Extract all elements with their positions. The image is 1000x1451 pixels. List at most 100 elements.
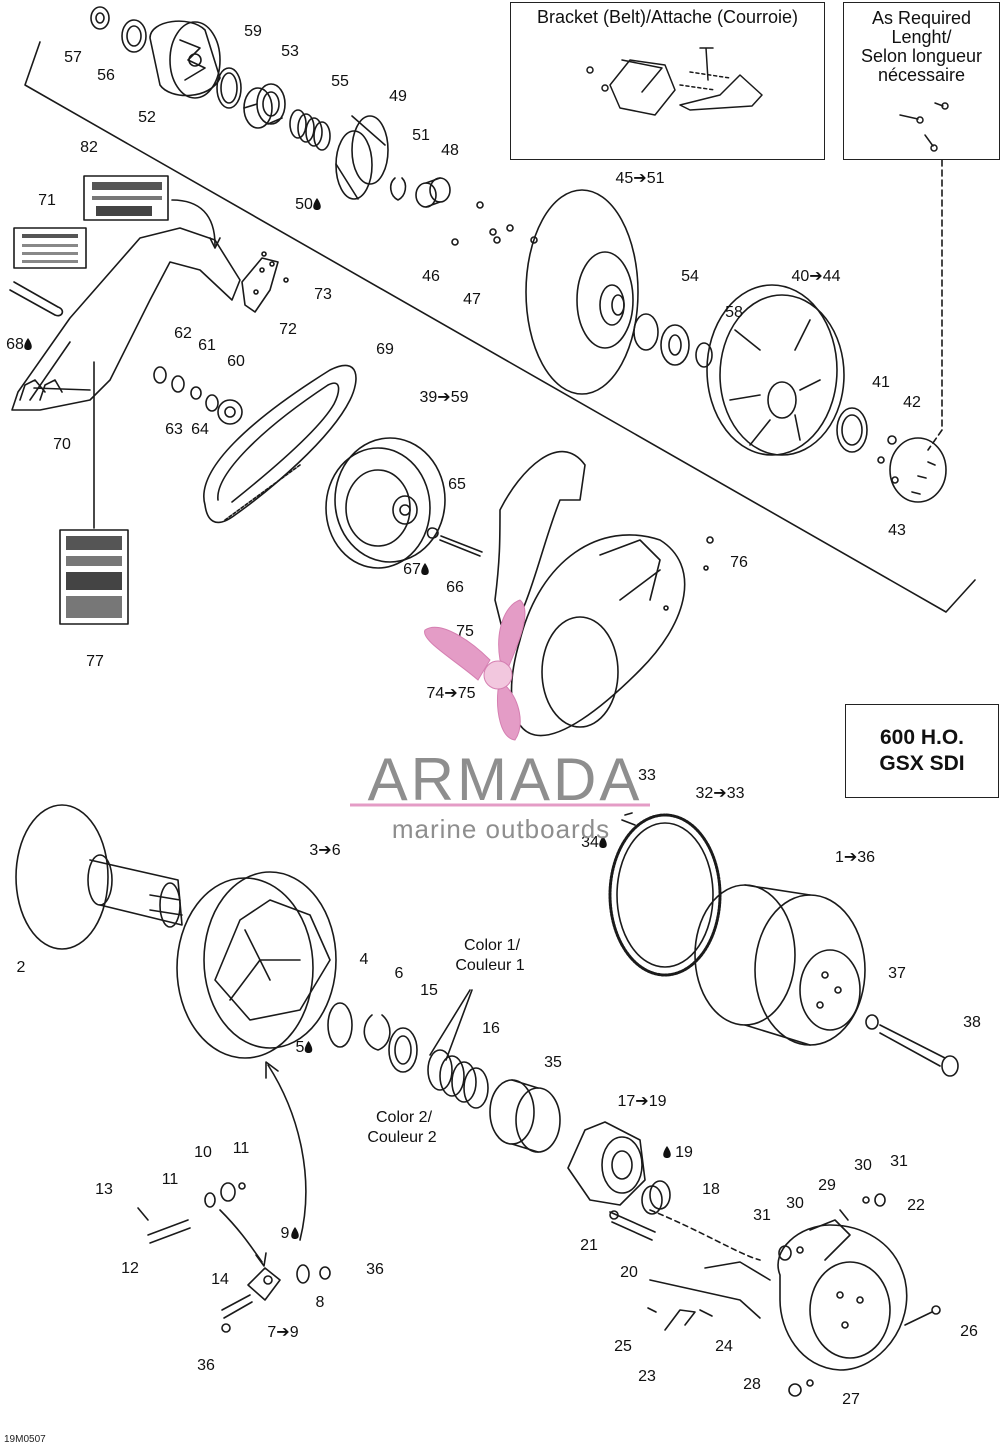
part-70-belt-guard	[11, 227, 241, 411]
drawing-reference: 19M0507	[4, 1434, 46, 1445]
callout-label: 55	[331, 73, 349, 90]
callout-label: 13	[95, 1181, 113, 1198]
part-54-58-washers	[633, 313, 713, 368]
callout-label: 54	[681, 268, 699, 285]
callout-label: 30	[854, 1157, 872, 1174]
callout-label: 22	[907, 1197, 925, 1214]
decal-arrow-head	[209, 237, 221, 249]
callout-label: 3➔6	[309, 842, 340, 859]
model-label-line-2: GSX SDI	[879, 752, 965, 775]
model-label-line-1: 600 H.O.	[879, 726, 965, 749]
callout-label: 42	[903, 394, 921, 411]
callout-label: 27	[842, 1391, 860, 1408]
oil-drop-icon	[24, 338, 32, 350]
as-required-inset-box: As Required Lenght/ Selon longueur néces…	[843, 2, 1000, 160]
part-22-spider	[777, 1219, 908, 1371]
callout-label: 45➔51	[616, 170, 665, 187]
callout-label: 25	[614, 1338, 632, 1355]
as-required-line-4: nécessaire	[877, 65, 966, 85]
callout-label: 28	[743, 1376, 761, 1393]
callout-label: 11	[233, 1140, 250, 1157]
callout-label: Color 1/	[464, 937, 521, 954]
part-18-bushing	[641, 1180, 671, 1215]
callout-label: 47	[463, 291, 481, 308]
callout-label: 56	[97, 67, 115, 84]
callout-label: 48	[441, 142, 459, 159]
part-59-ring	[216, 67, 242, 109]
assembly-arrow	[267, 1064, 307, 1241]
part-41-gasket	[836, 407, 868, 453]
callout-label: 11	[162, 1171, 179, 1188]
part-3-6-movable-half	[176, 871, 337, 1059]
leader-22	[649, 1209, 761, 1261]
decal-71	[13, 227, 87, 269]
part-51-circlip	[389, 177, 407, 201]
bracket-inset-title: Bracket (Belt)/Attache (Courroie)	[536, 7, 799, 27]
callout-label: 31	[890, 1153, 908, 1170]
part-39-59-driven-pulley	[325, 437, 446, 569]
callout-label: 5	[296, 1039, 305, 1056]
callout-label: 35	[544, 1054, 562, 1071]
callout-label: 38	[963, 1014, 981, 1031]
callout-label: 73	[314, 286, 332, 303]
decal-82	[83, 175, 169, 221]
callout-label: 23	[638, 1368, 656, 1385]
watermark-subtitle: marine outboards	[391, 814, 611, 844]
lever-arrow	[219, 1209, 263, 1263]
callout-label: 10	[194, 1144, 212, 1161]
callout-label: 17➔19	[618, 1093, 667, 1110]
part-66-bolt	[439, 535, 483, 557]
part-1-36-drive-pulley	[694, 884, 866, 1046]
callout-label: 36	[197, 1357, 215, 1374]
callout-label: 36	[366, 1261, 384, 1278]
callout-label: Couleur 1	[455, 957, 524, 974]
lever-arrow-head	[255, 1252, 267, 1267]
as-required-line-1: As Required	[871, 8, 972, 28]
callout-label: 9	[281, 1225, 290, 1242]
callout-label: 8	[316, 1294, 325, 1311]
leader-as-required	[927, 159, 943, 451]
watermark-brand-name: ARMADA	[367, 746, 643, 813]
callout-label: 52	[138, 109, 156, 126]
part-42-43-hardware	[877, 435, 947, 503]
callout-label: 57	[64, 49, 82, 66]
section-boundary-line	[24, 41, 976, 613]
callout-label: 34	[581, 834, 599, 851]
callout-label: 53	[281, 43, 299, 60]
callout-label: 50	[295, 196, 313, 213]
decal-77	[59, 529, 129, 625]
callout-label: 61	[198, 337, 216, 354]
callout-label: 60	[227, 353, 245, 370]
part-72-bracket	[241, 257, 279, 313]
callout-label: 14	[211, 1271, 229, 1288]
part-15-washer	[388, 1027, 418, 1073]
callout-label: 2	[17, 959, 26, 976]
callout-label: 69	[376, 341, 394, 358]
as-required-line-2: Lenght/	[891, 27, 952, 47]
callout-label: 37	[888, 965, 906, 982]
part-55-spring	[289, 109, 331, 151]
decal-arrow	[171, 199, 216, 246]
part-2-fixed-half	[15, 804, 183, 950]
as-required-line-3: Selon longueur	[860, 46, 983, 66]
assembly-arrow-head	[265, 1061, 279, 1079]
color-leaders	[429, 989, 473, 1061]
part-68-pin	[9, 281, 64, 317]
part-56-washer	[121, 19, 147, 53]
callout-label: 30	[786, 1195, 804, 1212]
inset-parts-overlay	[586, 47, 949, 152]
callout-label: 43	[888, 522, 906, 539]
callout-label: 51	[412, 127, 430, 144]
part-20-21-screw	[609, 1210, 656, 1241]
callout-label: 64	[191, 421, 209, 438]
oil-drop-icon	[421, 563, 429, 575]
part-45-51-fixed-sheave	[525, 189, 639, 395]
callout-label: 68	[6, 336, 24, 353]
callout-label: 49	[389, 88, 407, 105]
callout-label: 18	[702, 1181, 720, 1198]
callout-label: 4	[360, 951, 369, 968]
oil-drop-icon	[304, 1041, 313, 1053]
callout-label: 19	[675, 1144, 693, 1161]
bracket-inset-box: Bracket (Belt)/Attache (Courroie)	[510, 2, 825, 160]
callout-label: 6	[395, 965, 404, 982]
